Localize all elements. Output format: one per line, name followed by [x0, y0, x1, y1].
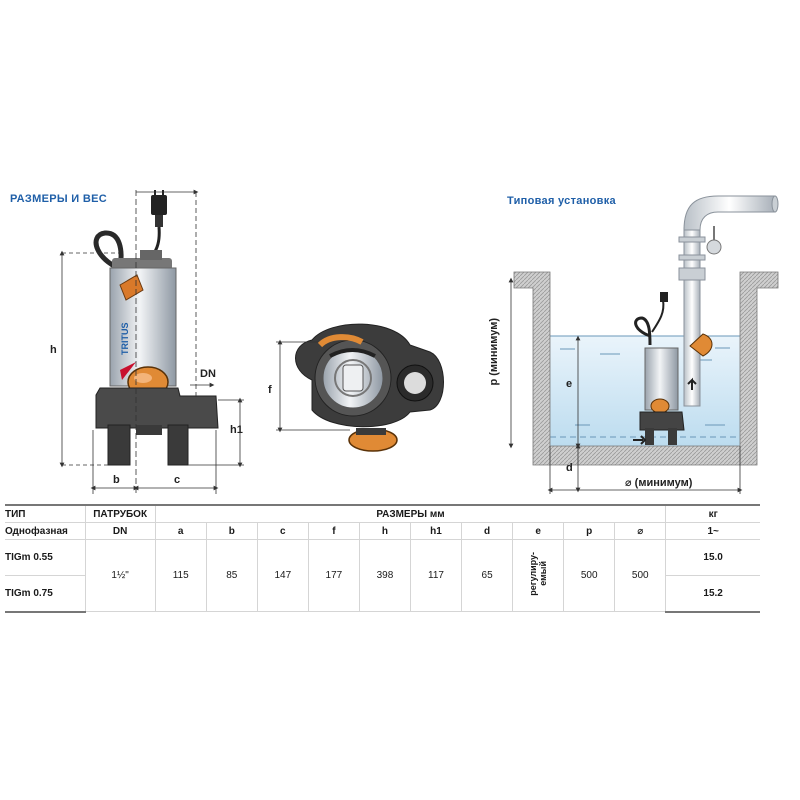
col-header: d [461, 522, 513, 540]
col-header: f [307, 522, 360, 540]
technical-drawings: TRITUS [59, 189, 779, 494]
tritus-logo: TRITUS [120, 323, 130, 356]
value-cell: регулиру- емый [512, 539, 564, 612]
weight-cell: 15.2 [665, 575, 760, 613]
value-cell: 500 [614, 539, 666, 612]
pump-top-view [295, 323, 444, 452]
dimensions-weight-title: РАЗМЕРЫ И ВЕС [10, 193, 107, 205]
dn-header: DN [84, 522, 156, 540]
type-header: ТИП [5, 504, 86, 523]
value-cell: 500 [563, 539, 615, 612]
pump-side-view: TRITUS [93, 190, 219, 466]
value-cell: 65 [461, 539, 513, 612]
model-cell: TIGm 0.75 [5, 575, 86, 613]
dim-d-label: d [566, 462, 573, 474]
dim-f-label: f [268, 384, 272, 396]
weight-subheader: 1~ [665, 522, 760, 540]
value-cell: 398 [358, 539, 411, 612]
value-cell: 115 [154, 539, 207, 612]
nozzle-header: ПАТРУБОК [84, 504, 156, 523]
installation-diagram [513, 195, 779, 466]
col-header: h [358, 522, 411, 540]
top-dimension-lines [276, 339, 350, 433]
table-header-row-1: ТИП ПАТРУБОК РАЗМЕРЫ мм кг [5, 504, 760, 523]
adjustable-text: регулиру- емый [528, 552, 549, 596]
value-cell: 147 [256, 539, 309, 612]
table-row: TIGm 0.75 15.2 [5, 575, 760, 613]
dim-p-label: р (минимум) [488, 318, 500, 386]
col-header: ⌀ [614, 522, 666, 540]
dim-e-label: е [566, 378, 573, 390]
model-cell: TIGm 0.55 [5, 539, 86, 576]
col-header: p [563, 522, 615, 540]
dim-h-label: h [50, 344, 57, 356]
col-header: c [256, 522, 309, 540]
value-cell: 177 [307, 539, 360, 612]
value-cell: 85 [205, 539, 258, 612]
dim-dn-label: DN [200, 368, 216, 380]
col-header: b [205, 522, 258, 540]
installation-dimension-lines [508, 277, 743, 494]
dim-h1-label: h1 [230, 424, 243, 436]
col-header: e [512, 522, 564, 540]
nozzle-value: 1½" [84, 539, 156, 612]
spec-table: ТИП ПАТРУБОК РАЗМЕРЫ мм кг Однофазная DN… [5, 504, 760, 613]
table-header-row-2: Однофазная DN a b c f h h1 d e p ⌀ 1~ [5, 522, 760, 540]
weight-cell: 15.0 [665, 539, 760, 576]
typical-installation-title: Типовая установка [507, 195, 616, 207]
table-row: TIGm 0.55 1½" 115 85 147 177 398 117 65 … [5, 539, 760, 612]
dim-b-label: b [113, 474, 120, 486]
col-header: a [154, 522, 207, 540]
weight-header: кг [665, 504, 760, 523]
dimensions-header: РАЗМЕРЫ мм [154, 504, 666, 523]
dim-diameter-label: ⌀ (минимум) [625, 477, 693, 489]
col-header: h1 [409, 522, 462, 540]
dim-c-label: c [174, 474, 181, 486]
phase-header: Однофазная [5, 522, 86, 540]
value-cell: 117 [409, 539, 462, 612]
side-dimension-lines [59, 189, 244, 494]
